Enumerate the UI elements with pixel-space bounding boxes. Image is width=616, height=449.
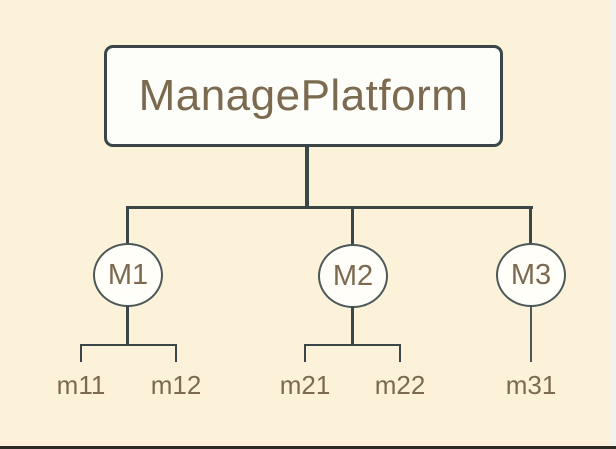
- edge-m1-stem: [126, 306, 129, 346]
- leaf-m21: m21: [279, 370, 331, 400]
- edge-tick-m11: [80, 344, 82, 362]
- edge-drop-m1: [126, 206, 129, 244]
- leaf-m11: m11: [56, 370, 106, 400]
- edge-drop-m2: [351, 206, 354, 246]
- right-edge-artifact: [609, 0, 616, 449]
- leaf-m31: m31: [505, 370, 557, 400]
- edge-root-bus: [126, 206, 533, 209]
- edge-m2-bracket: [304, 344, 401, 346]
- node-root-label: ManagePlatform: [138, 71, 469, 120]
- node-m1: M1: [93, 243, 163, 307]
- node-m3-label: M3: [510, 258, 552, 291]
- edge-root-stem: [305, 147, 309, 208]
- edge-tick-m22: [399, 344, 401, 362]
- bottom-edge-artifact: [0, 446, 616, 449]
- edge-tick-m21: [304, 344, 306, 362]
- node-m3: M3: [496, 243, 566, 307]
- node-m2: M2: [318, 244, 388, 308]
- node-m1-label: M1: [107, 258, 149, 291]
- edge-tick-m12: [175, 344, 177, 362]
- edge-m3-stem: [530, 306, 532, 362]
- node-m2-label: M2: [332, 259, 374, 292]
- edge-m1-bracket: [80, 344, 177, 346]
- leaf-m22: m22: [374, 370, 426, 400]
- edge-m2-stem: [351, 307, 354, 346]
- leaf-m12: m12: [150, 370, 202, 400]
- edge-drop-m3: [529, 206, 532, 244]
- node-root: ManagePlatform: [104, 45, 503, 147]
